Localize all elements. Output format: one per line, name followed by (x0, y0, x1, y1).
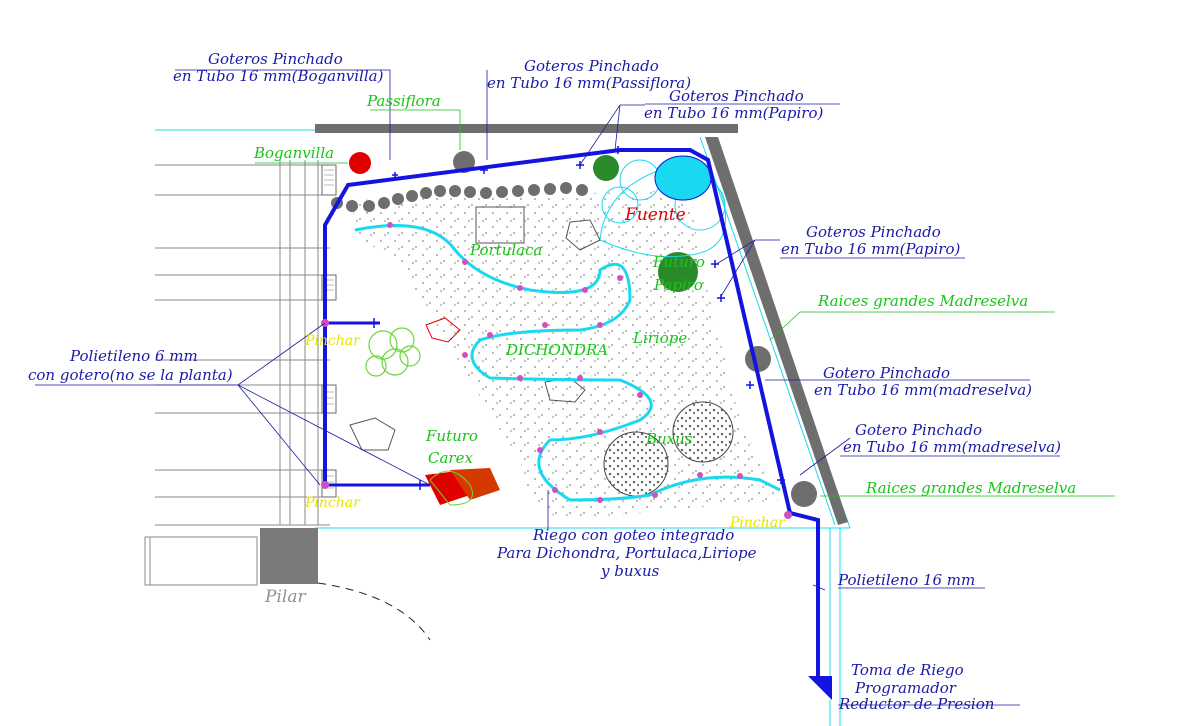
drip-emitters (321, 222, 792, 519)
label-pinchar-2: Pinchar (304, 495, 361, 511)
drip-line (354, 224, 781, 502)
label-gotero-madreselva-2b: en Tubo 16 mm(madreselva) (843, 438, 1061, 456)
label-gotero-madreselva-2a: Gotero Pinchado (855, 421, 982, 439)
label-portulaca: Portulaca (469, 241, 542, 259)
stone-border (331, 182, 588, 212)
fountain (599, 155, 727, 258)
label-riego-2: Para Dichondra, Portulaca,Liriope (496, 544, 757, 562)
label-toma-2: Programador (854, 679, 957, 697)
label-pilar: Pilar (264, 587, 306, 607)
label-goteros-papiro-2: en Tubo 16 mm(Papiro) (644, 104, 823, 122)
label-goteros-papiro-1: Goteros Pinchado (669, 87, 804, 105)
pinchar-shrub (365, 327, 421, 377)
futuro-papiro-plant (658, 252, 698, 292)
label-dichondra: DICHONDRA (505, 341, 608, 359)
label-polietileno-16mm: Polietileno 16 mm (837, 571, 975, 589)
label-buxus: Buxus (645, 430, 693, 448)
label-gotero-madreselva-1a: Gotero Pinchado (823, 364, 950, 382)
leader-lines (35, 69, 1060, 706)
label-goteros-boganvilla-1: Goteros Pinchado (208, 50, 343, 68)
building-left (155, 160, 337, 526)
label-goteros-passiflora-1: Goteros Pinchado (524, 57, 659, 75)
label-gotero-madreselva-1b: en Tubo 16 mm(madreselva) (814, 381, 1032, 399)
label-goteros-papiro2-1: Goteros Pinchado (806, 223, 941, 241)
buxus-plants (603, 401, 734, 497)
label-goteros-papiro2-2: en Tubo 16 mm(Papiro) (781, 240, 960, 258)
label-riego-3: y buxus (600, 562, 660, 580)
boganvilla-plant (349, 152, 371, 174)
green-leaders (255, 109, 1115, 497)
label-pinchar-1: Pinchar (304, 333, 361, 349)
label-pinchar-3: Pinchar (729, 515, 786, 531)
main-pipe-16mm (323, 148, 820, 690)
label-futuro-carex-1: Futuro (425, 427, 478, 445)
label-futuro-carex-2: Carex (428, 449, 473, 467)
label-goteros-boganvilla-2: en Tubo 16 mm(Boganvilla) (173, 67, 384, 85)
carex-plant (425, 468, 500, 506)
label-raices-2: Raices grandes Madreselva (865, 479, 1076, 497)
label-futuro-papiro-2: Papiro (653, 276, 703, 294)
label-polietileno-6mm-1: Polietileno 6 mm (69, 347, 198, 365)
label-toma-3: Reductor de Presion (838, 695, 994, 713)
label-riego-1: Riego con goteo integrado (532, 526, 734, 544)
label-liriope: Liriope (632, 329, 687, 347)
label-raices-1: Raices grandes Madreselva (817, 292, 1028, 310)
madreselva-plant-2 (791, 481, 817, 507)
label-toma-1: Toma de Riego (851, 661, 964, 679)
boundary-lines (155, 129, 851, 726)
label-boganvilla: Boganvilla (253, 144, 334, 162)
label-passiflora: Passiflora (366, 92, 441, 110)
annotations: Goteros Pinchado en Tubo 16 mm(Boganvill… (28, 50, 1076, 713)
papiro-plant (593, 155, 619, 181)
garden-walls (315, 124, 848, 525)
pilar-area (144, 528, 431, 641)
label-futuro-papiro-1: Futuro (652, 253, 705, 271)
label-goteros-passiflora-2: en Tubo 16 mm(Passiflora) (487, 74, 691, 92)
label-polietileno-6mm-2: con gotero(no se la planta) (28, 366, 233, 384)
label-fuente: Fuente (624, 205, 686, 225)
gotero-markers (370, 146, 785, 490)
